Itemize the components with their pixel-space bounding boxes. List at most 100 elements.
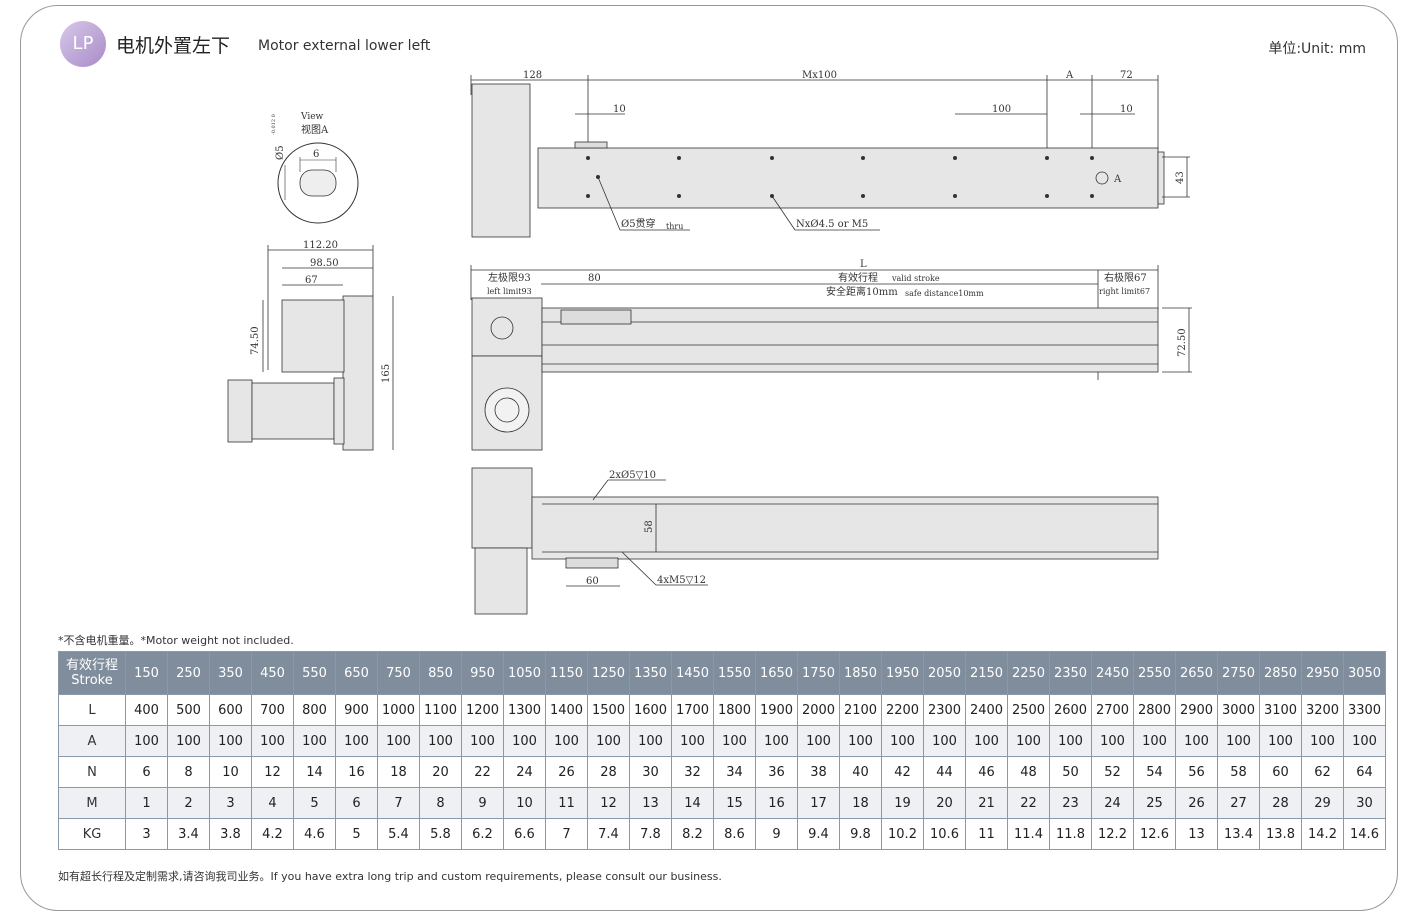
table-cell: 8.6 <box>713 818 756 850</box>
table-cell: 13.4 <box>1217 818 1260 850</box>
table-cell: 100 <box>1259 725 1302 757</box>
stroke-col-header: 2050 <box>923 651 966 695</box>
table-cell: 10 <box>209 756 252 788</box>
view-a-dim-6: 6 <box>313 149 319 160</box>
table-cell: 14.6 <box>1343 818 1386 850</box>
front-safe-en: safe distance10mm <box>905 289 984 298</box>
stroke-col-header: 950 <box>461 651 504 695</box>
table-cell: 62 <box>1301 756 1344 788</box>
stroke-col-header: 450 <box>251 651 294 695</box>
front-dim-l: L <box>860 259 867 270</box>
table-cell: 500 <box>167 694 210 726</box>
page-title-cn: 电机外置左下 <box>116 35 231 57</box>
table-cell: 9.8 <box>839 818 882 850</box>
top-view: 128 Mx100 A 72 10 100 10 A 43 <box>470 70 1190 238</box>
table-cell: 2 <box>167 787 210 819</box>
table-cell: 12.2 <box>1091 818 1134 850</box>
top-dim-10a: 10 <box>613 104 626 115</box>
table-cell: 17 <box>797 787 840 819</box>
table-cell: 5 <box>335 818 378 850</box>
table-cell: 100 <box>965 725 1008 757</box>
top-dim-43: 43 <box>1175 171 1186 184</box>
stroke-col-header: 1750 <box>797 651 840 695</box>
top-dim-10b: 10 <box>1120 104 1133 115</box>
unit-label: 单位:Unit: mm <box>1268 41 1366 57</box>
table-cell: 8 <box>419 787 462 819</box>
table-cell: 2300 <box>923 694 966 726</box>
table-cell: 5.4 <box>377 818 420 850</box>
table-cell: 100 <box>335 725 378 757</box>
table-cell: 22 <box>1007 787 1050 819</box>
table-cell: 30 <box>1343 787 1386 819</box>
table-cell: 48 <box>1007 756 1050 788</box>
view-a-tolerance: -0.012 0 <box>271 114 277 135</box>
table-cell: 100 <box>629 725 672 757</box>
table-cell: 2000 <box>797 694 840 726</box>
table-cell: 1300 <box>503 694 546 726</box>
table-cell: 18 <box>839 787 882 819</box>
view-a-label-cn: 视图A <box>301 123 329 136</box>
stroke-col-header: 1650 <box>755 651 798 695</box>
front-left-limit-cn: 左极限93 <box>488 271 531 284</box>
stroke-header: 有效行程 Stroke <box>58 651 126 695</box>
side-dim-67: 67 <box>305 275 318 286</box>
table-cell: 22 <box>461 756 504 788</box>
table-cell: 100 <box>1175 725 1218 757</box>
table-cell: 4.2 <box>251 818 294 850</box>
stroke-col-header: 1950 <box>881 651 924 695</box>
table-cell: 3200 <box>1301 694 1344 726</box>
table-cell: 5 <box>293 787 336 819</box>
top-dim-a: A <box>1065 70 1074 81</box>
table-cell: 1000 <box>377 694 420 726</box>
row-label: N <box>58 756 126 788</box>
table-cell: 700 <box>251 694 294 726</box>
table-cell: 1700 <box>671 694 714 726</box>
side-dim-98: 98.50 <box>310 258 339 269</box>
stroke-col-header: 250 <box>167 651 210 695</box>
table-cell: 13.8 <box>1259 818 1302 850</box>
table-cell: 2700 <box>1091 694 1134 726</box>
side-dim-165: 165 <box>381 364 392 383</box>
side-dim-112: 112.20 <box>303 240 338 251</box>
top-mark-a: A <box>1113 174 1122 185</box>
table-cell: 8.2 <box>671 818 714 850</box>
table-cell: 5.8 <box>419 818 462 850</box>
table-cell: 6.6 <box>503 818 546 850</box>
table-cell: 50 <box>1049 756 1092 788</box>
table-cell: 1600 <box>629 694 672 726</box>
table-cell: 100 <box>209 725 252 757</box>
table-cell: 2800 <box>1133 694 1176 726</box>
row-label: M <box>58 787 126 819</box>
table-cell: 10 <box>503 787 546 819</box>
stroke-col-header: 2150 <box>965 651 1008 695</box>
bottom-view: 2xØ5▽10 58 60 4xM5▽12 <box>471 467 1159 615</box>
stroke-col-header: 2650 <box>1175 651 1218 695</box>
table-cell: 100 <box>671 725 714 757</box>
table-cell: 4 <box>251 787 294 819</box>
table-cell: 10.2 <box>881 818 924 850</box>
stroke-col-header: 1350 <box>629 651 672 695</box>
table-cell: 100 <box>377 725 420 757</box>
stroke-col-header: 1450 <box>671 651 714 695</box>
table-cell: 100 <box>1343 725 1386 757</box>
table-cell: 54 <box>1133 756 1176 788</box>
stroke-col-header: 3050 <box>1343 651 1386 695</box>
table-cell: 100 <box>881 725 924 757</box>
table-cell: 11.4 <box>1007 818 1050 850</box>
table-cell: 13 <box>1175 818 1218 850</box>
stroke-col-header: 850 <box>419 651 462 695</box>
table-cell: 20 <box>923 787 966 819</box>
table-cell: 32 <box>671 756 714 788</box>
stroke-col-header: 1550 <box>713 651 756 695</box>
table-cell: 100 <box>1091 725 1134 757</box>
stroke-col-header: 350 <box>209 651 252 695</box>
table-cell: 1500 <box>587 694 630 726</box>
top-thru-en: thru <box>666 222 683 231</box>
table-cell: 100 <box>167 725 210 757</box>
stroke-col-header: 650 <box>335 651 378 695</box>
table-cell: 4.6 <box>293 818 336 850</box>
table-cell: 26 <box>545 756 588 788</box>
stroke-col-header: 2850 <box>1259 651 1302 695</box>
